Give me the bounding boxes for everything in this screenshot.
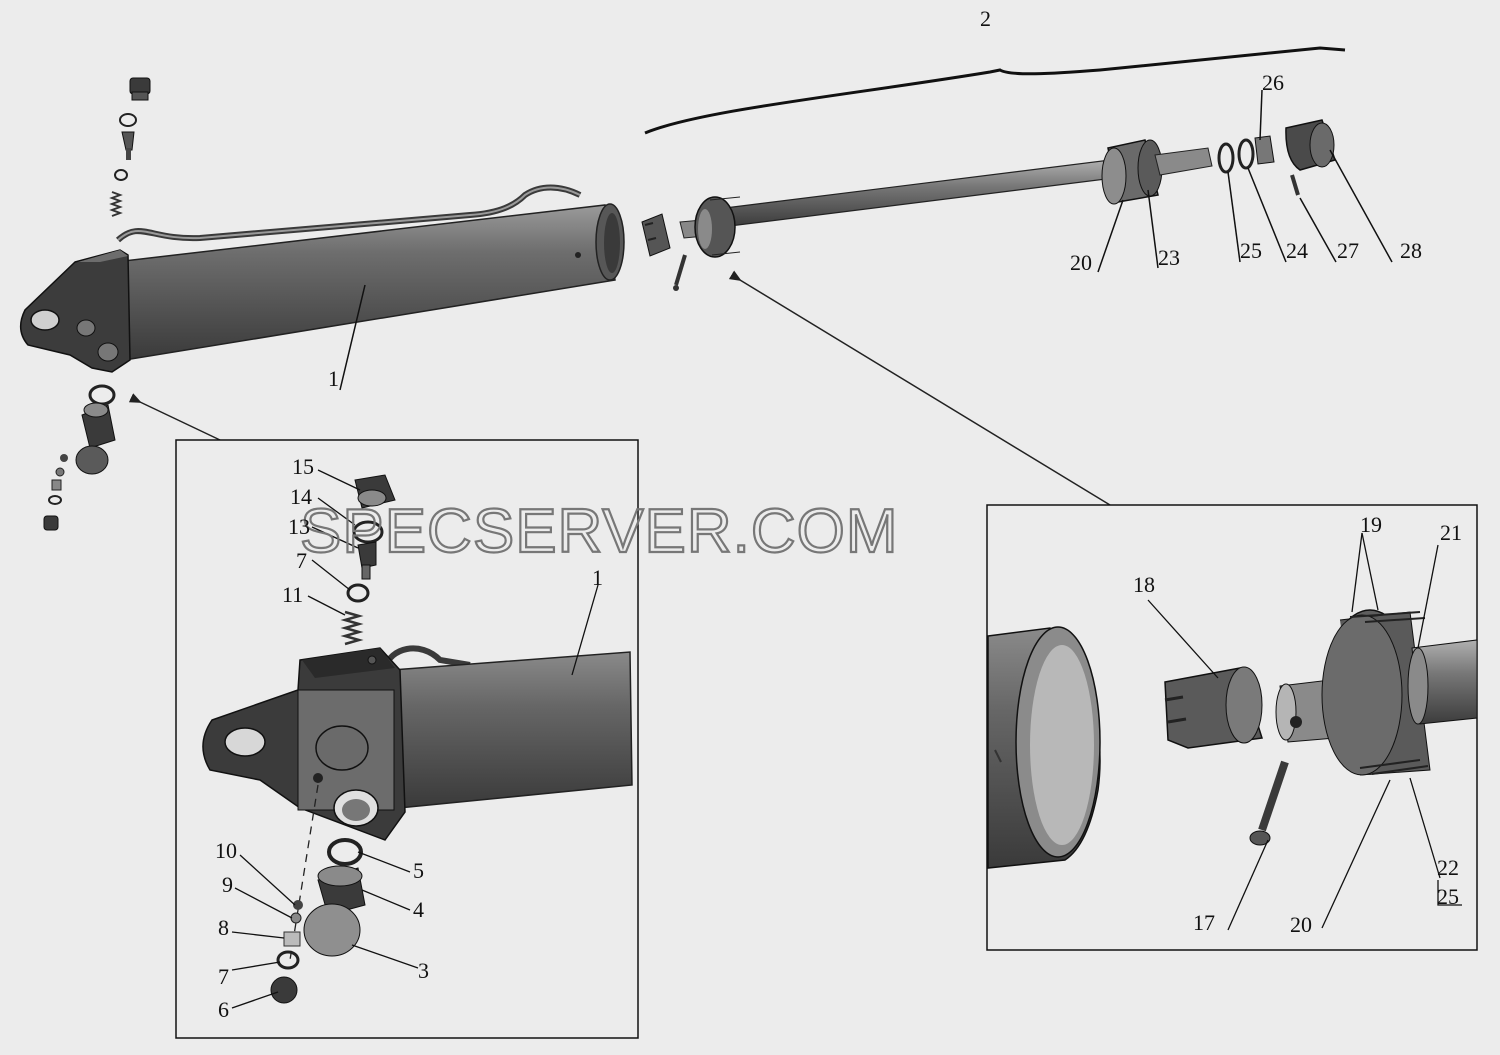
- detail-washer-7-top: [346, 583, 370, 603]
- cap-icon: [75, 445, 109, 475]
- callout-6: 6: [218, 997, 229, 1022]
- callout-5: 5: [413, 858, 424, 883]
- callout-11: 11: [282, 582, 303, 607]
- seal-ring-24: [1237, 138, 1255, 170]
- lower-valve-parts: [43, 384, 116, 531]
- upper-valve-parts: [109, 77, 151, 217]
- screw-icon: [43, 515, 59, 531]
- piston-rod-assembly: [641, 119, 1336, 291]
- detail-cap-3: [303, 903, 361, 957]
- detail-arrow-right: [728, 270, 1111, 506]
- o-ring-icon: [88, 384, 116, 406]
- callout-22: 22: [1437, 855, 1459, 880]
- callout-25-main: 25: [1240, 238, 1262, 263]
- detail-mounting-eye: [224, 727, 266, 757]
- mounting-eye: [30, 309, 60, 331]
- callout-4: 4: [413, 897, 424, 922]
- callout-28: 28: [1400, 238, 1422, 263]
- callout-7-top: 7: [296, 548, 307, 573]
- cylinder-end-block: [19, 249, 131, 373]
- callout-2: 2: [980, 6, 991, 31]
- callout-19: 19: [1360, 512, 1382, 537]
- cylinder-tube: [114, 204, 616, 361]
- callout-1-main: 1: [328, 366, 339, 391]
- seal-ring-25: [1217, 142, 1235, 174]
- callout-14: 14: [290, 484, 312, 509]
- detail-port-upper: [315, 725, 369, 771]
- pin-27: [1290, 174, 1300, 196]
- washer-icon: [119, 113, 137, 127]
- callout-1-detail: 1: [592, 565, 603, 590]
- detail-spring-8: [283, 931, 301, 947]
- piston-rod: [724, 159, 1115, 227]
- detail-cylinder-tube: [391, 651, 633, 809]
- callout-23: 23: [1158, 245, 1180, 270]
- watermark-text: SPECSERVER.COM: [300, 497, 899, 566]
- callout-27: 27: [1337, 238, 1359, 263]
- callout-10: 10: [215, 838, 237, 863]
- detail-ball-9: [290, 912, 302, 924]
- callout-17: 17: [1193, 910, 1215, 935]
- detail-screw-6: [270, 976, 298, 1004]
- callout-20-detail: 20: [1290, 912, 1312, 937]
- detail-arrow-left: [128, 393, 221, 441]
- detail-box-right: [986, 504, 1478, 951]
- castle-nut-icon: [641, 213, 671, 257]
- cylinder-assembly-1: [19, 184, 625, 373]
- callout-26: 26: [1262, 70, 1284, 95]
- callout-9: 9: [222, 872, 233, 897]
- callout-3: 3: [418, 958, 429, 983]
- callout-20-main: 20: [1070, 250, 1092, 275]
- callout-21: 21: [1440, 520, 1462, 545]
- valve-stem-icon: [121, 131, 135, 151]
- callout-7-bottom: 7: [218, 964, 229, 989]
- callout-8: 8: [218, 915, 229, 940]
- detail-spring-11: [340, 610, 364, 646]
- detail-washer-14: [352, 520, 384, 544]
- bush-26: [1254, 135, 1275, 165]
- washer-icon: [114, 169, 128, 181]
- detail-o-ring-5: [327, 838, 363, 866]
- callout-15: 15: [292, 454, 314, 479]
- callout-24: 24: [1286, 238, 1308, 263]
- detail-valve-stem-13: [357, 541, 377, 569]
- callout-labels: 1 2 20 23 25 24 26 27 28 15 14 13 7 11 1…: [215, 6, 1462, 1022]
- cotter-pin-icon: [674, 254, 687, 286]
- spring-icon: [109, 191, 123, 217]
- rod-group-brace: [644, 46, 1346, 135]
- main-leaders: [339, 89, 1393, 391]
- detail-box-left: [175, 439, 639, 1039]
- detail-washer-7-bottom: [276, 950, 300, 970]
- detail-ball-10: [293, 900, 303, 910]
- callout-13: 13: [288, 514, 310, 539]
- callout-18: 18: [1133, 572, 1155, 597]
- callout-25-detail: 25: [1437, 884, 1459, 909]
- detail-cotter-pin-17: [1258, 760, 1289, 832]
